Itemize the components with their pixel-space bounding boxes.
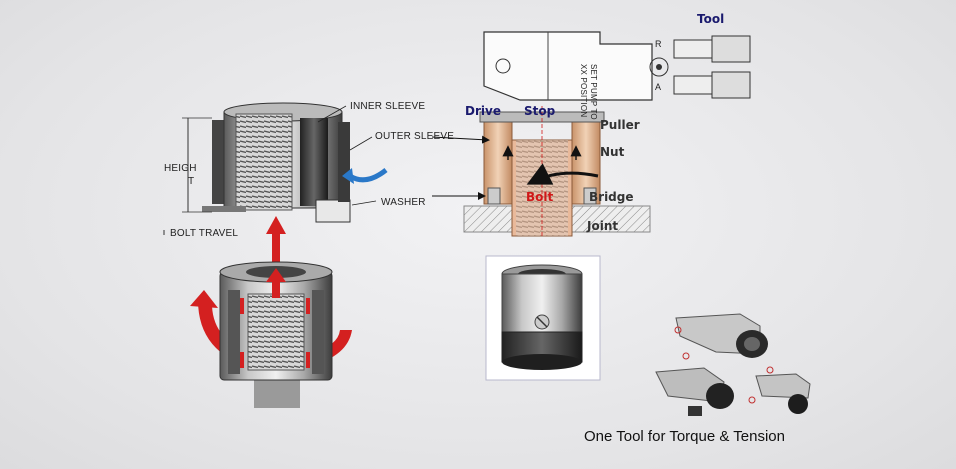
washer-ring [315,199,351,223]
outer-sleeve-leader [349,136,373,151]
left-flange [212,120,226,204]
pump-text-1: SET PUMP TO [589,64,598,120]
stop-label: Stop [524,104,556,118]
nut-rotation-arrow [526,163,599,185]
height-label-line1: HEIGH [164,163,197,174]
inner-sleeve-pointer [431,135,490,144]
upward-arrow [266,216,286,280]
mark-a: A [655,82,662,92]
side-arrow-up-left [240,298,244,314]
nut-threads [247,293,305,371]
inner-sleeve-label: INNER SLEEVE [350,101,426,112]
bridge-label: Bridge [589,190,634,204]
rotation-arrow-left-head [190,290,218,308]
bolt-label: Bolt [526,190,554,204]
tool-label: Tool [697,12,725,26]
bolt-travel-label: BOLT TRAVEL [170,228,239,239]
tool-pump-knob [649,57,669,77]
tool-pump-knob-center [656,64,662,70]
nut-left-wall [228,290,240,374]
bridge-right [583,187,597,205]
rotation-arrow-blue-head [342,168,354,184]
sleeve-assembly [163,102,388,235]
outer-sleeve-label: OUTER SLEEVE [375,131,455,142]
tool-kit-photo [655,313,811,416]
right-flange [338,122,350,202]
side-arrow-down-left [240,352,244,368]
caption: One Tool for Torque & Tension [584,428,785,445]
nut-center-arrow-head [266,268,286,282]
side-arrow-up-right [306,298,310,314]
hose-fitting-bottom [673,75,713,95]
nut-label: Nut [600,145,625,159]
bridge-left [487,187,501,205]
mark-r: R [655,39,662,49]
nut-assembly [190,261,352,408]
inner-sleeve-leader [317,105,347,123]
puller-label: Puller [600,118,640,132]
nut-photo [485,255,601,381]
bolt-travel-base [202,206,246,212]
height-label-line2: T [188,176,195,187]
hose-coupler-bottom [711,71,751,99]
rotation-arrow-blue [348,168,388,183]
inner-threads [235,113,293,211]
tool-cross-section [431,31,751,237]
washer-leader [351,200,377,206]
tool-body-outline [483,31,653,101]
side-arrow-down-right [306,352,310,368]
nut-center-arrow [272,276,280,298]
joint-label: Joint [587,219,619,233]
nut-right-wall [312,290,324,374]
pump-text-2: XX POSITION [579,64,588,118]
washer-label: WASHER [381,197,426,208]
inner-sleeve-cutaway [300,118,328,206]
drive-label: Drive [465,104,501,118]
tool-bolt-circle [495,58,511,74]
hose-fitting-top [673,39,713,59]
hose-coupler-top [711,35,751,63]
